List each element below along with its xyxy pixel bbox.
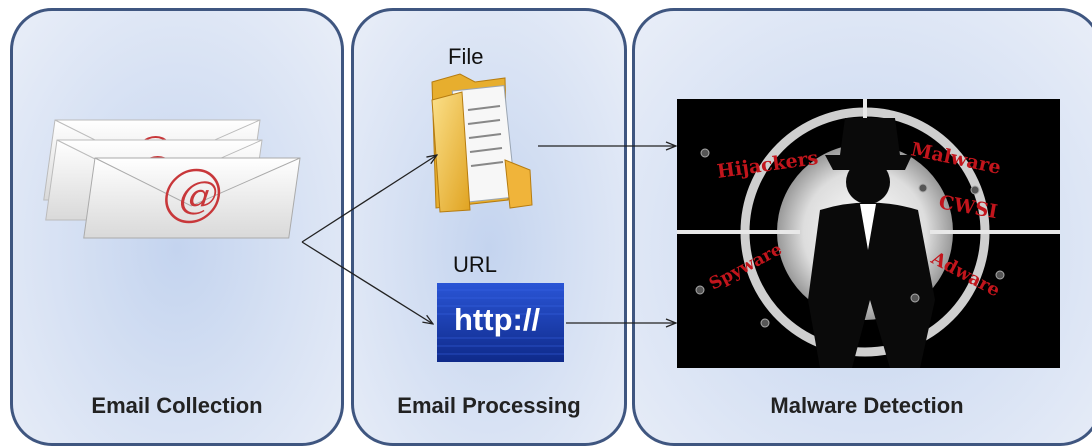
arrow-email-to-url [301, 241, 433, 324]
email-envelopes-icon: @ [43, 119, 301, 239]
url-label: URL [453, 252, 498, 277]
email-collection-caption: Email Collection [91, 393, 263, 418]
file-folder-icon [431, 73, 533, 213]
file-label: File [448, 44, 484, 69]
malware-spy-image: Hijackers Malware CWSI Spyware Adware [677, 99, 1060, 368]
url-http-icon: http:// [437, 283, 564, 362]
spy-silhouette [808, 118, 935, 368]
http-text: http:// [454, 302, 540, 337]
email-processing-caption: Email Processing [397, 393, 581, 418]
arrow-email-to-file [301, 155, 437, 243]
malware-detection-caption: Malware Detection [770, 393, 964, 418]
svg-text:@: @ [177, 174, 221, 218]
